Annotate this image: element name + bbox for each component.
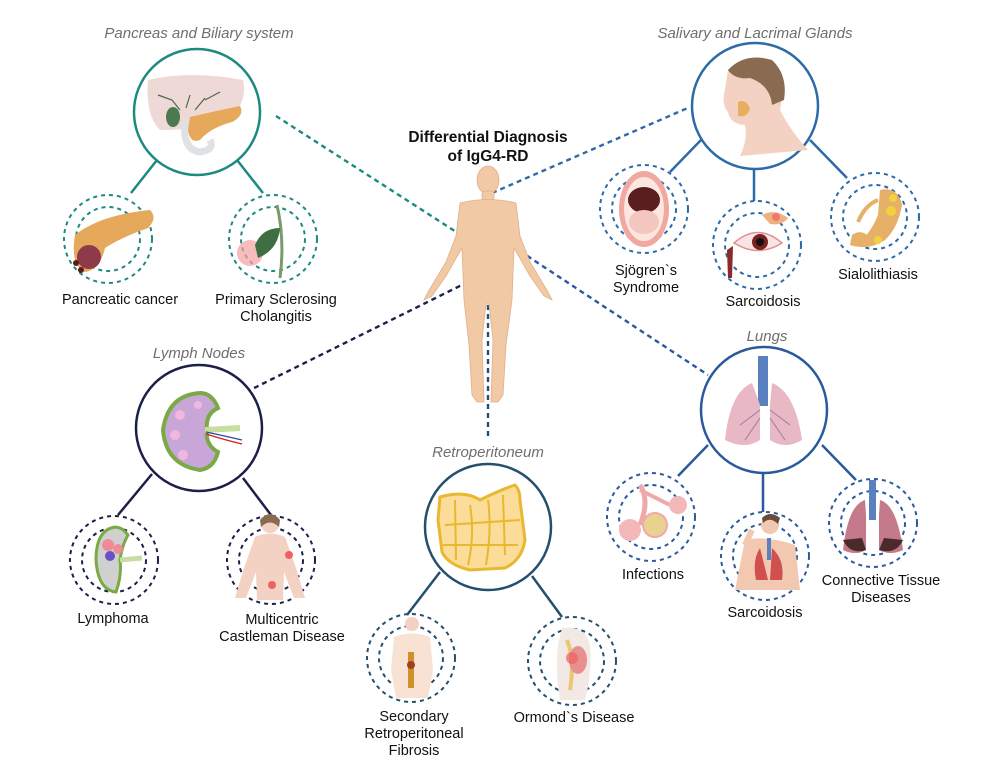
section-title-retro: Retroperitoneum — [432, 444, 544, 461]
item-sarcoidosis-eye — [712, 200, 802, 290]
section-retro: Retroperitoneum Secondary Retroperitonea… — [364, 444, 634, 759]
item-infections — [606, 472, 696, 562]
label-srf-line2: Retroperitoneal — [364, 726, 463, 742]
item-ormonds-disease — [527, 616, 617, 706]
section-title-lymph: Lymph Nodes — [153, 345, 246, 362]
label-srf-line3: Fibrosis — [389, 743, 440, 759]
label-pancreatic-cancer: Pancreatic cancer — [62, 292, 178, 308]
inflamed-eye-icon — [727, 212, 788, 278]
coughing-man-lungs-icon — [735, 514, 800, 590]
item-connective-tissue-diseases — [828, 478, 918, 568]
diagram-title-line1: Differential Diagnosis — [408, 129, 567, 146]
lymph-node-icon — [160, 390, 243, 473]
female-body-lymph-icon — [235, 514, 305, 600]
damaged-lungs-icon — [843, 480, 903, 553]
item-lymphoma — [69, 515, 159, 605]
label-sjogrens-line1: Sjögren`s — [615, 263, 677, 279]
section-lymph: Lymph Nodes Lymphoma — [69, 345, 345, 645]
connector-lungs — [496, 234, 709, 377]
section-pancreas: Pancreas and Biliary system Pancreatic c… — [62, 25, 337, 325]
head-profile-glands-icon — [723, 57, 808, 156]
connector-pancreas — [275, 114, 479, 248]
section-title-salivary: Salivary and Lacrimal Glands — [657, 25, 853, 42]
label-ctd-line1: Connective Tissue — [822, 573, 940, 589]
section-salivary: Salivary and Lacrimal Glands Sjögren`s S… — [599, 25, 920, 310]
item-castleman-disease — [226, 514, 316, 605]
label-sarcoidosis-lungs: Sarcoidosis — [728, 605, 803, 621]
alveoli-infection-icon — [619, 483, 687, 541]
label-psc-line1: Primary Sclerosing — [215, 292, 337, 308]
item-sjogrens-syndrome — [599, 164, 689, 254]
label-psc-line2: Cholangitis — [240, 309, 312, 325]
connector-lymph — [245, 276, 477, 394]
lungs-icon — [725, 356, 802, 445]
label-sialolithiasis: Sialolithiasis — [838, 267, 918, 283]
diagram-title-line2: of IgG4-RD — [448, 148, 529, 165]
label-sjogrens-line2: Syndrome — [613, 280, 679, 296]
human-body-icon — [423, 165, 553, 403]
pancreas-tumor-icon — [73, 210, 154, 273]
item-primary-sclerosing-cholangitis — [228, 194, 318, 284]
label-castleman-line2: Castleman Disease — [219, 629, 345, 645]
label-castleman-line1: Multicentric — [245, 612, 318, 628]
label-ctd-line2: Diseases — [851, 590, 911, 606]
abdomen-section-icon — [556, 627, 591, 700]
liver-pancreas-icon — [147, 75, 245, 156]
section-title-lungs: Lungs — [747, 328, 788, 345]
fibrous-tissue-icon — [436, 483, 527, 572]
salivary-stone-icon — [850, 189, 902, 248]
label-sarcoidosis-eye: Sarcoidosis — [726, 294, 801, 310]
section-title-pancreas: Pancreas and Biliary system — [104, 25, 293, 42]
label-lymphoma: Lymphoma — [77, 611, 149, 627]
item-sialolithiasis — [830, 172, 920, 262]
item-sarcoidosis-lungs — [720, 511, 810, 601]
gallbladder-inflamed-icon — [237, 204, 284, 279]
open-mouth-icon — [619, 171, 669, 247]
item-secondary-retroperitoneal-fibrosis — [366, 613, 456, 703]
item-pancreatic-cancer — [63, 194, 154, 284]
label-srf-line1: Secondary — [379, 709, 449, 725]
section-lungs: Lungs Infections — [606, 328, 940, 621]
label-ormonds-disease: Ormond`s Disease — [514, 710, 635, 726]
male-torso-fibrosis-icon — [391, 617, 433, 698]
lymphoma-node-icon — [94, 525, 143, 594]
connectors — [245, 105, 709, 440]
label-infections: Infections — [622, 567, 684, 583]
